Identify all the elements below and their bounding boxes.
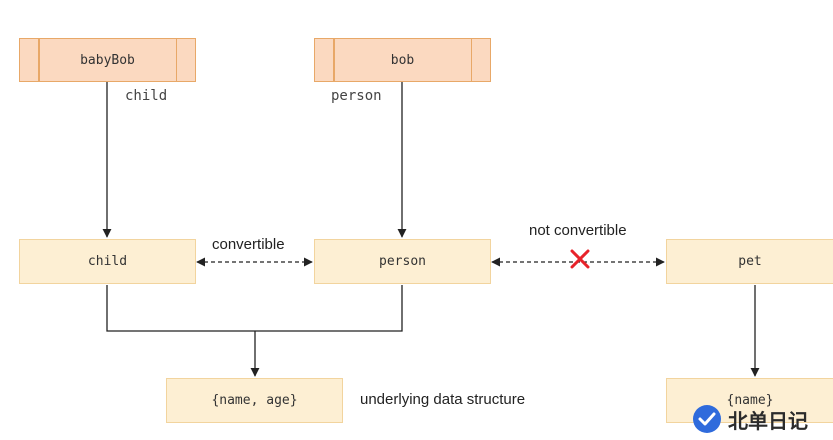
type-child-label: child	[87, 254, 128, 269]
structure-name-box: {name}	[666, 378, 833, 423]
watermark: 北单日记	[692, 404, 808, 434]
babybob-type-annotation: child	[125, 88, 168, 104]
convertible-label: convertible	[212, 236, 285, 253]
type-person-label: person	[379, 254, 426, 269]
type-child-box: child	[19, 239, 196, 284]
structure-name-age-label: {name, age}	[211, 393, 298, 408]
underlying-data-structure-label: underlying data structure	[360, 391, 526, 408]
not-convertible-label: not convertible	[529, 222, 627, 239]
type-pet-label: pet	[738, 254, 762, 269]
watermark-text: 北单日记	[728, 408, 808, 433]
structure-name-age-box: {name, age}	[166, 378, 343, 423]
variable-bob-label: bob	[390, 52, 415, 68]
type-pet-box: pet	[666, 239, 833, 284]
variable-babybob-box: babyBob	[19, 38, 196, 82]
not-convertible-cross-icon	[570, 249, 590, 269]
structure-name-label: {name}	[726, 393, 774, 408]
watermark-logo-icon	[693, 405, 721, 433]
variable-bob-box: bob	[314, 38, 491, 82]
type-person-box: person	[314, 239, 491, 284]
bob-type-annotation: person	[331, 88, 382, 104]
connector-child-person-merge	[106, 285, 403, 332]
variable-babybob-label: babyBob	[80, 52, 135, 68]
